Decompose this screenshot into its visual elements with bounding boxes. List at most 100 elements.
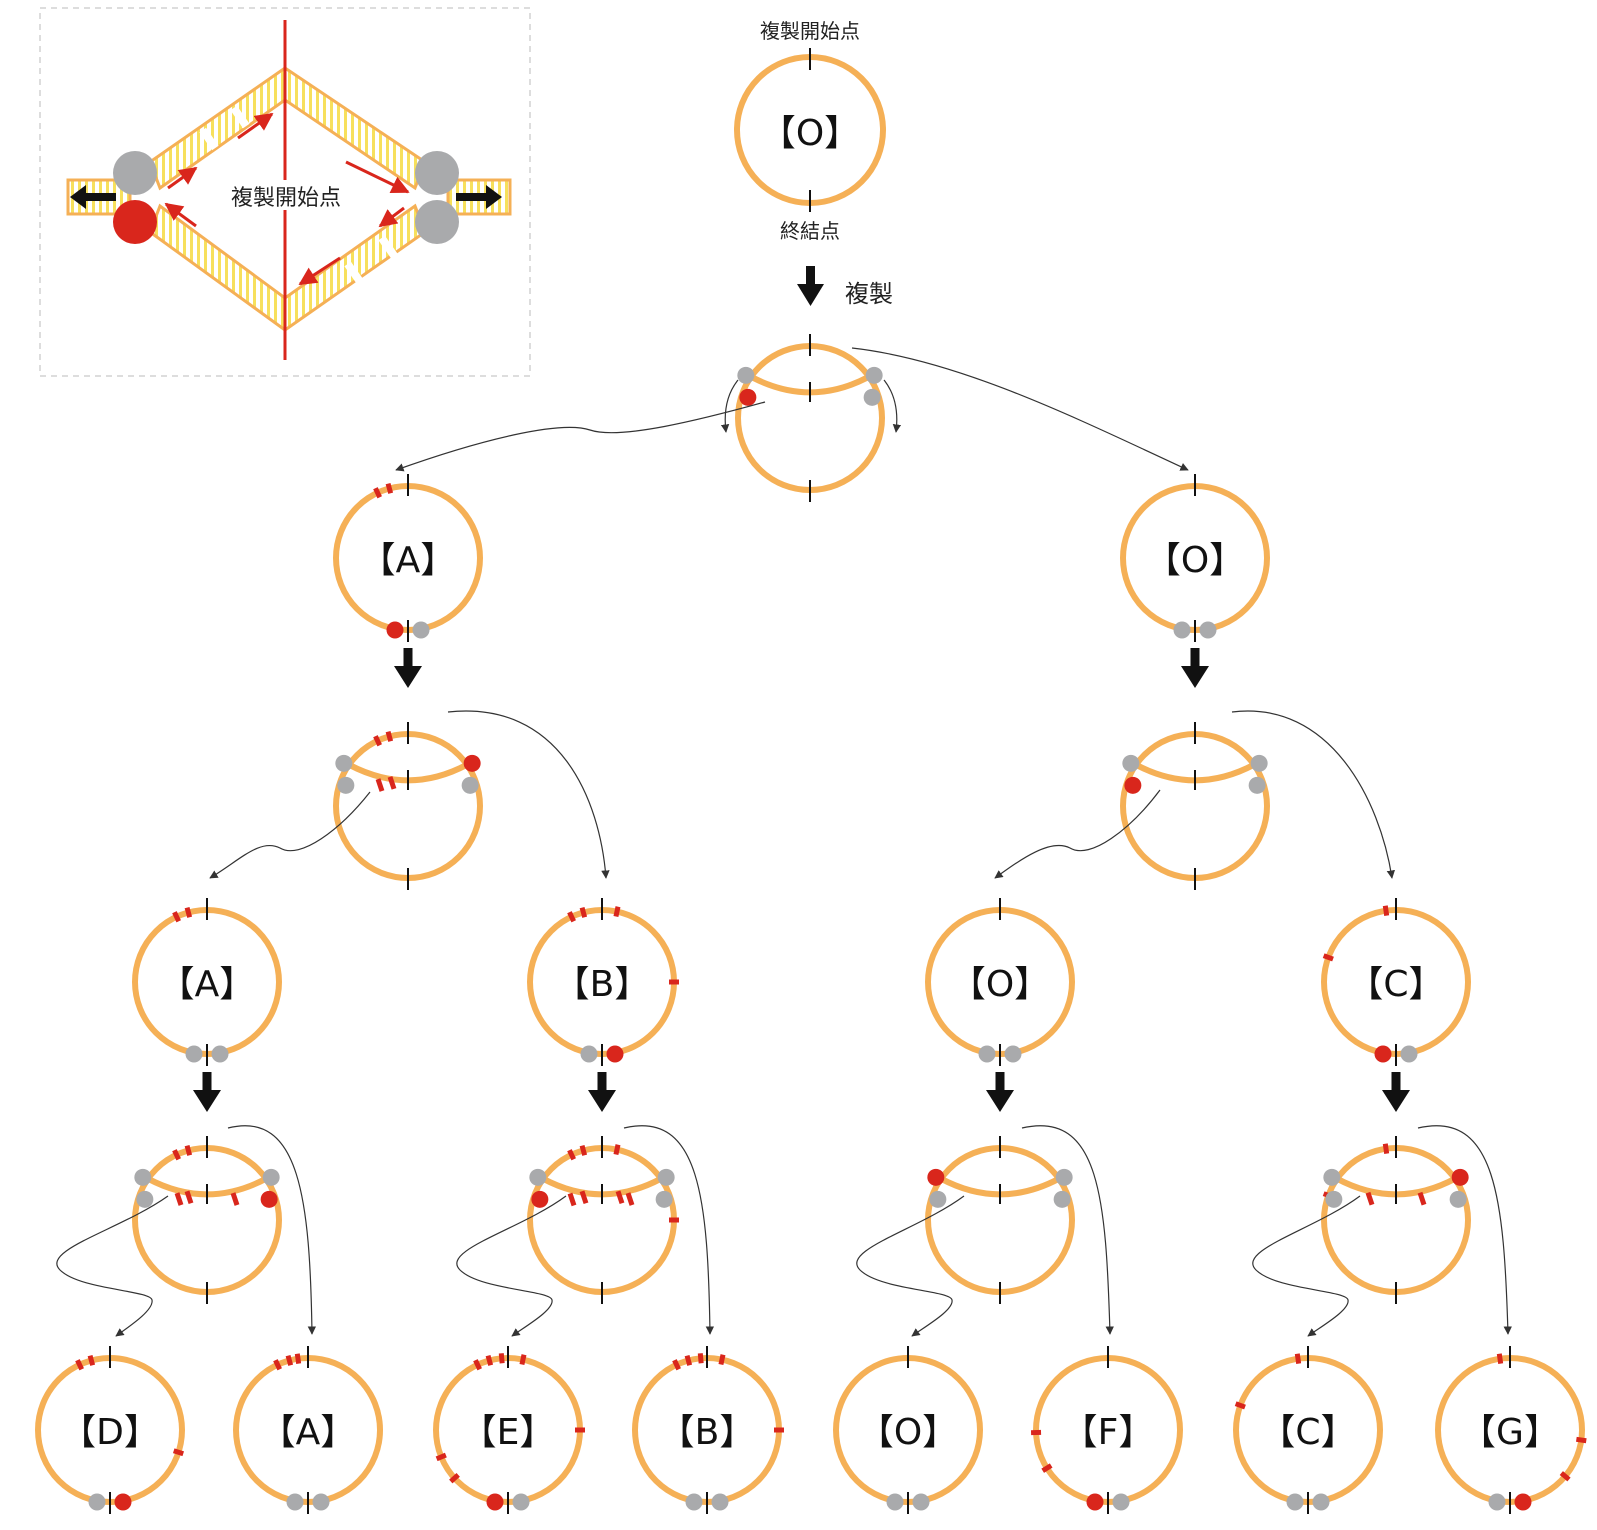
daughter-circle-L3-D: 【D】 — [35, 1346, 185, 1514]
inset-polymerase-gray — [415, 200, 459, 244]
mutation-mark — [294, 1353, 302, 1365]
daughter-arrow — [994, 789, 1161, 879]
mutation-mark — [485, 1354, 494, 1366]
mutation-mark — [87, 1354, 96, 1366]
circle-label: 【O】 — [1145, 540, 1245, 581]
right-arrow-icon — [456, 185, 502, 209]
mutation-mark — [567, 911, 576, 923]
mutation-mark — [285, 1354, 294, 1366]
mutation-mark — [615, 1190, 625, 1205]
polymerase-gray — [134, 1168, 152, 1186]
mutation-mark — [684, 1354, 693, 1366]
mutation-mark — [519, 1354, 527, 1365]
inset-synthesis-arrow — [237, 112, 274, 140]
mutation-mark — [567, 1192, 577, 1207]
polymerase-gray — [1199, 621, 1217, 639]
polymerase-gray — [1122, 754, 1140, 772]
polymerase-red — [531, 1190, 549, 1208]
replication-label: 複製 — [845, 280, 893, 308]
inset-arm-top-right — [283, 65, 427, 191]
polymerase-gray — [461, 776, 479, 794]
daughter-arrow — [1417, 1125, 1512, 1335]
mutation-mark — [184, 906, 193, 918]
inset-panel: 複製開始点 — [39, 7, 531, 377]
circle-label: 【O】 — [858, 1412, 958, 1453]
polymerase-gray — [1250, 754, 1268, 772]
polymerase-gray — [865, 366, 883, 384]
circle-label: 【F】 — [1062, 1412, 1155, 1453]
inset-synthesis-arrow — [164, 202, 197, 228]
mutation-mark — [375, 778, 385, 792]
mutation-mark — [172, 1149, 181, 1161]
inset-polymerase-red — [113, 200, 157, 244]
daughter-arrow — [227, 1125, 317, 1335]
mutation-mark — [373, 735, 382, 747]
polymerase-gray — [335, 754, 353, 772]
polymerase-gray — [1053, 1190, 1071, 1208]
mutation-mark — [473, 1359, 482, 1371]
daughter-circle-L3-O: 【O】 — [833, 1346, 983, 1514]
replication-intermediate — [333, 722, 483, 890]
daughter-circle-L3-E: 【E】 — [433, 1346, 585, 1514]
polymerase-red — [486, 1493, 504, 1511]
inset-border — [39, 7, 531, 377]
polymerase-red — [927, 1168, 945, 1186]
polymerase-gray — [1400, 1045, 1418, 1063]
mutation-mark — [75, 1359, 84, 1371]
mutation-mark — [613, 906, 621, 917]
mutation-mark — [625, 1192, 635, 1206]
polymerase-gray — [88, 1493, 106, 1511]
polymerase-gray — [1286, 1493, 1304, 1511]
circle-label: 【D】 — [60, 1412, 160, 1453]
mutation-mark — [174, 1192, 184, 1206]
down-arrow-icon — [394, 648, 422, 688]
mutation-mark — [1322, 953, 1334, 962]
mutation-mark — [449, 1472, 460, 1484]
daughter-arrow — [851, 347, 1189, 471]
daughter-circle-L1-A: 【A】 — [333, 474, 483, 642]
daughter-circle-L3-F: 【F】 — [1030, 1346, 1183, 1514]
replication-arrow — [797, 266, 824, 306]
polymerase-gray — [211, 1045, 229, 1063]
polymerase-gray — [580, 1045, 598, 1063]
polymerase-gray — [1112, 1493, 1130, 1511]
daughter-circle-L2-C: 【C】 — [1321, 898, 1471, 1066]
daughter-arrow — [209, 791, 371, 879]
replication-intermediate — [132, 1136, 282, 1304]
circle-label: 【C】 — [1347, 964, 1444, 1005]
circle-label: 【G】 — [1460, 1412, 1560, 1453]
mutation-mark — [697, 1353, 704, 1364]
inset-synthesis-arrow — [378, 206, 405, 228]
circle-label: 【A】 — [159, 964, 256, 1005]
circle-label: 【O】 — [950, 964, 1050, 1005]
polymerase-red — [1086, 1493, 1104, 1511]
mutation-mark — [373, 487, 382, 499]
polymerase-gray — [886, 1493, 904, 1511]
down-arrow-icon — [588, 1072, 616, 1112]
daughter-circle-L2-B: 【B】 — [527, 898, 679, 1066]
polymerase-gray — [1004, 1045, 1022, 1063]
daughter-circle-L3-A: 【A】 — [233, 1346, 383, 1514]
polymerase-gray — [262, 1168, 280, 1186]
daughter-arrow — [856, 1195, 965, 1337]
polymerase-gray — [1449, 1190, 1467, 1208]
mutation-mark — [184, 1144, 193, 1156]
circle-label: 【A】 — [260, 1412, 357, 1453]
polymerase-gray — [312, 1493, 330, 1511]
inset-origin-label: 複製開始点 — [231, 186, 341, 211]
daughter-arrow — [447, 710, 610, 879]
mutation-mark — [230, 1192, 240, 1206]
replication-intermediate — [1120, 722, 1270, 890]
parent-circle-label: 【O】 — [760, 113, 860, 154]
replication-intermediate — [720, 334, 902, 502]
terminus-label: 終結点 — [780, 219, 840, 243]
daughter-arrow — [395, 401, 766, 472]
polymerase-gray — [1488, 1493, 1506, 1511]
polymerase-gray — [412, 621, 430, 639]
origin-label: 複製開始点 — [760, 19, 860, 43]
polymerase-gray — [337, 776, 355, 794]
mutation-mark — [718, 1354, 726, 1365]
polymerase-gray — [711, 1493, 729, 1511]
daughter-arrow — [1231, 710, 1395, 879]
daughter-circle-L2-A: 【A】 — [132, 898, 282, 1066]
